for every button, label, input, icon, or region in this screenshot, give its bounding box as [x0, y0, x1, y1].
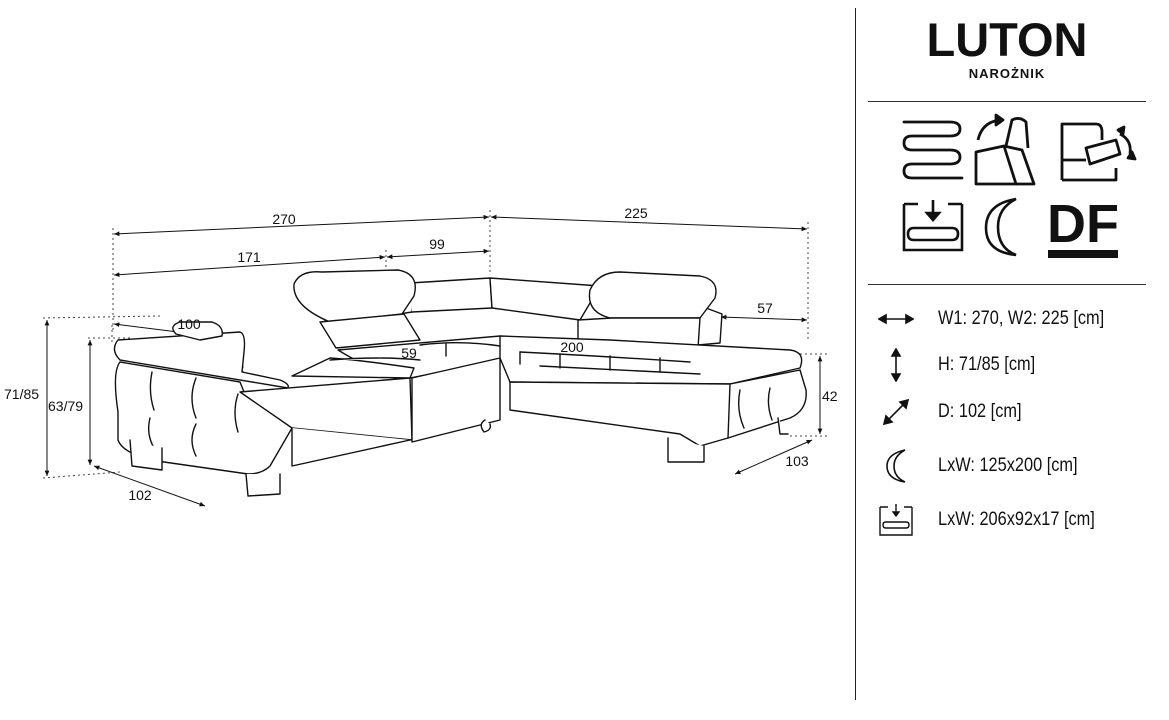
dim-seat-segment-b: 99 — [429, 236, 445, 252]
dim-armrest-depth: 100 — [177, 316, 201, 332]
dim-chaise-segment: 57 — [757, 300, 773, 316]
dim-depth-right: 103 — [785, 453, 809, 469]
adjustable-armrest-icon — [1056, 118, 1138, 189]
storage-size-icon — [876, 504, 916, 536]
sleep-function-icon — [976, 196, 1032, 263]
spec-row-sleep-area: LxW: 125x200 [cm] — [876, 449, 1078, 483]
sleep-area-icon — [876, 449, 916, 483]
dim-height-total: 71/85 — [4, 386, 39, 402]
spec-storage-text: LxW: 206x92x17 [cm] — [938, 509, 1095, 530]
spec-width-text: W1: 270, W2: 225 [cm] — [938, 308, 1105, 329]
spec-row-depth: D: 102 [cm] — [876, 397, 1022, 427]
dim-seat-height: 42 — [822, 388, 838, 404]
dimension-labels: 270 225 171 99 100 57 59 200 71/85 63/79… — [4, 205, 838, 503]
spec-row-storage: LxW: 206x92x17 [cm] — [876, 504, 1095, 536]
divider-line-top — [868, 101, 1146, 102]
dim-height-back: 63/79 — [48, 398, 83, 414]
panel-divider — [855, 8, 856, 700]
sofa-outline — [113, 269, 807, 497]
dim-bed-depth: 59 — [401, 345, 417, 361]
spec-row-height: H: 71/85 [cm] — [876, 348, 1035, 382]
height-arrows-icon — [876, 348, 916, 382]
df-badge-icon: DF — [1046, 194, 1120, 265]
adjustable-headrest-icon — [968, 112, 1040, 191]
depth-arrows-icon — [876, 397, 916, 427]
dim-total-width-right: 225 — [624, 205, 648, 221]
spec-height-text: H: 71/85 [cm] — [938, 354, 1036, 375]
dim-total-width-left: 270 — [272, 211, 296, 227]
dim-bed-length: 200 — [560, 339, 584, 355]
product-name: LUTON — [926, 13, 1088, 66]
dim-depth-left: 102 — [128, 487, 152, 503]
sofa-technical-drawing: 270 225 171 99 100 57 59 200 71/85 63/79… — [4, 205, 838, 507]
dim-seat-segment-a: 171 — [237, 249, 261, 265]
spring-icon — [900, 116, 966, 189]
df-badge-label: DF — [1047, 194, 1119, 254]
spec-sleep-area-text: LxW: 125x200 [cm] — [938, 455, 1078, 476]
spec-row-width: W1: 270, W2: 225 [cm] — [876, 304, 1104, 334]
width-arrows-icon — [876, 304, 916, 334]
divider-line-bottom — [868, 284, 1146, 285]
storage-container-icon — [900, 198, 966, 259]
spec-depth-text: D: 102 [cm] — [938, 401, 1022, 422]
product-type: NAROŻNIK — [968, 66, 1046, 81]
